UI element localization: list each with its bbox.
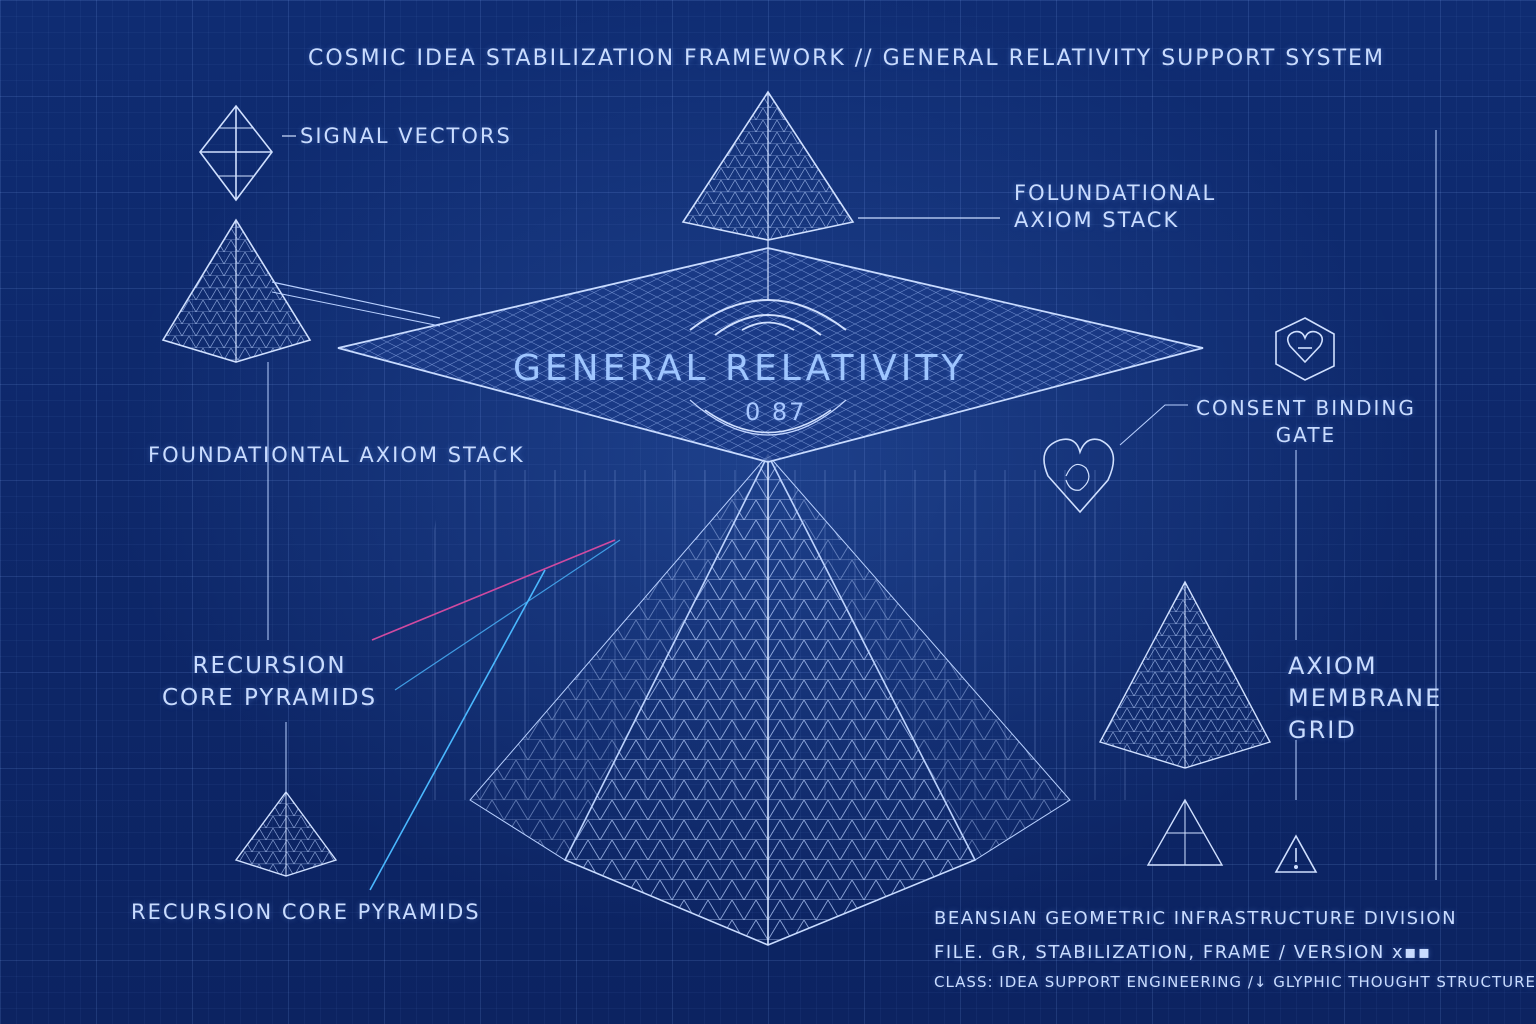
main-recursion-pyramid: [469, 453, 1071, 946]
right-connectors: [1119, 130, 1437, 880]
accent-lines: [369, 539, 621, 891]
class-footer: CLASS: IDEA SUPPORT ENGINEERING /↓ GLYPH…: [934, 973, 1536, 991]
general-relativity-heading: GENERAL RELATIVITY: [513, 348, 968, 389]
right-small-pyramid: [1146, 798, 1224, 866]
division-footer: BEANSIAN GEOMETRIC INFRASTRUCTURE DIVISI…: [934, 908, 1458, 929]
warning-icon: [1274, 834, 1318, 873]
heart-hexagon-icon: [1275, 317, 1335, 381]
foundational-axiom-stack-top-label: FOLUNDATIONAL AXIOM STACK: [1014, 181, 1217, 232]
foundational-axiom-stack-left-label: FOUNDATIONTAL AXIOM STACK: [148, 443, 525, 467]
consent-binding-gate-label: CONSENT BINDING GATE: [1196, 396, 1416, 447]
bottom-left-pyramid: [234, 722, 338, 877]
signal-vectors-label: SIGNAL VECTORS: [300, 124, 512, 148]
page-title: COSMIC IDEA STABILIZATION FRAMEWORK // G…: [308, 46, 1385, 71]
recursion-core-pyramids-bottom-label: RECURSION CORE PYRAMIDS: [131, 900, 481, 924]
axiom-membrane-plane: [337, 247, 1204, 463]
left-pyramid: [161, 218, 441, 640]
right-membrane-pyramid: [1098, 580, 1272, 769]
file-footer: FILE. GR, STABILIZATION, FRAME / VERSION…: [934, 942, 1432, 963]
axiom-membrane-grid-label: AXIOM MEMBRANE GRID: [1288, 652, 1443, 744]
general-relativity-value: 0 87: [745, 398, 807, 426]
signal-vectors-octahedron: [198, 104, 296, 202]
top-foundational-pyramid: [681, 90, 1000, 300]
heart-doodle-icon: [1043, 438, 1115, 514]
recursion-core-pyramids-label: RECURSION CORE PYRAMIDS: [162, 653, 378, 711]
